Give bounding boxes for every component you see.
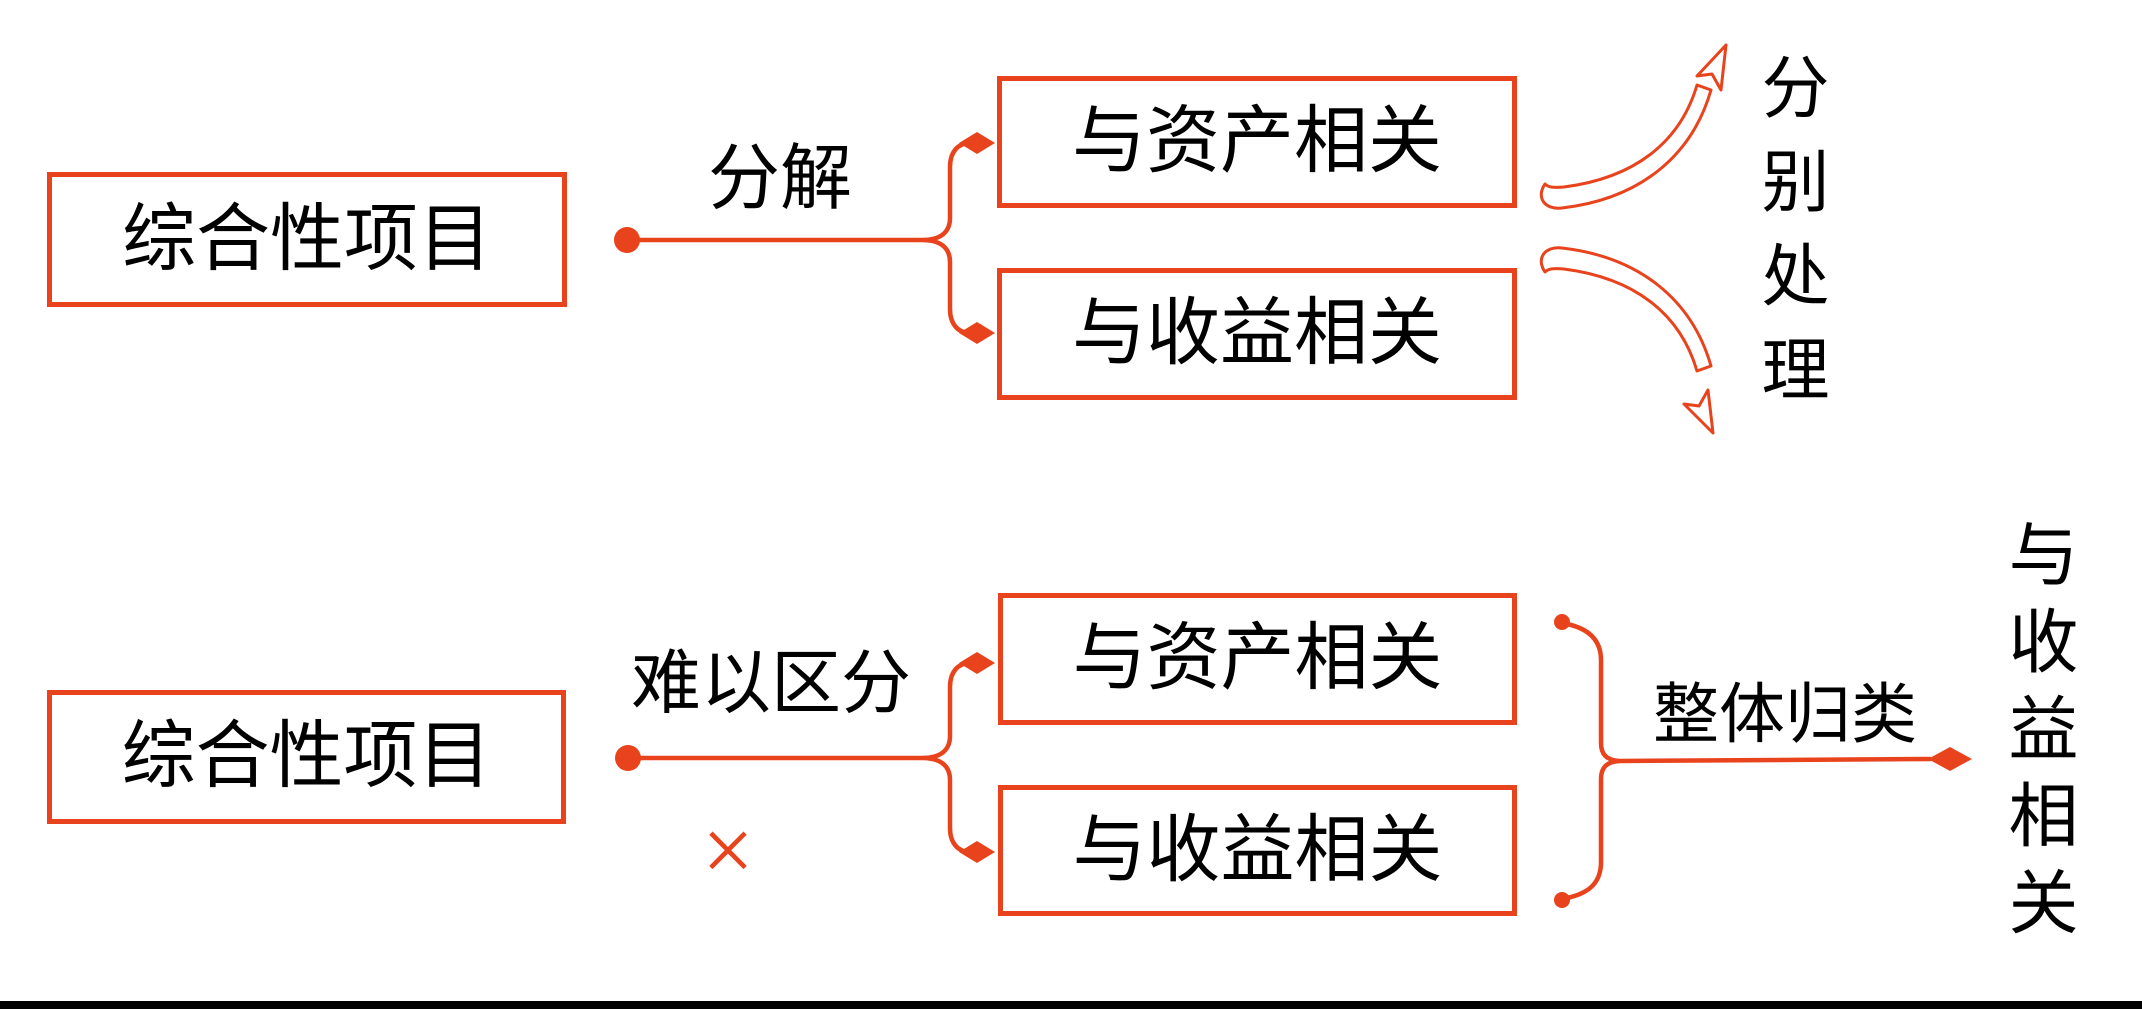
curved-arrow-up-icon: [1539, 83, 1713, 210]
row2-target-box-asset: 与资产相关: [998, 593, 1517, 725]
diamond-arrow-icon: [959, 652, 995, 674]
branch-line: [637, 140, 973, 336]
row2-target-income-label: 与收益相关: [1072, 809, 1443, 892]
row2-outcome-label: 与收益相关: [1998, 518, 2075, 953]
row1-source-label: 综合性项目: [122, 198, 492, 281]
row1-source-box: 综合性项目: [47, 172, 567, 307]
row1-target-income-label: 与收益相关: [1072, 293, 1442, 375]
diamond-arrow-icon: [1928, 747, 1972, 771]
curved-arrow-down-head-icon: [1682, 388, 1715, 435]
row1-outcome-label: 分别处理: [1751, 52, 1827, 428]
bottom-bar: [0, 1001, 2142, 1009]
row1-target-asset-label: 与资产相关: [1072, 101, 1442, 183]
row2-source-label: 综合性项目: [121, 716, 492, 798]
diamond-arrow-icon: [959, 322, 995, 344]
row2-negation-mark: ×: [702, 799, 754, 901]
row2-relation-label: 难以区分: [631, 646, 911, 723]
row1-target-box-asset: 与资产相关: [997, 76, 1517, 208]
branch-line: [638, 660, 973, 855]
row2-group-label: 整体归类: [1653, 679, 1917, 752]
row1-target-box-income: 与收益相关: [997, 268, 1517, 400]
curved-arrow-down-icon: [1539, 246, 1713, 373]
diamond-arrow-icon: [959, 841, 995, 863]
group-arrow-line: [1616, 756, 1933, 764]
row1-relation-label: 分解: [707, 139, 852, 219]
diamond-arrow-icon: [959, 132, 995, 154]
branch-dot-icon: [614, 227, 640, 253]
curved-arrow-up-head-icon: [1695, 43, 1728, 92]
row2-target-box-income: 与收益相关: [998, 785, 1517, 916]
row2-source-box: 综合性项目: [47, 690, 566, 824]
row2-target-asset-label: 与资产相关: [1072, 618, 1443, 700]
group-brace: [1564, 621, 1622, 901]
branch-dot-icon: [615, 745, 641, 771]
